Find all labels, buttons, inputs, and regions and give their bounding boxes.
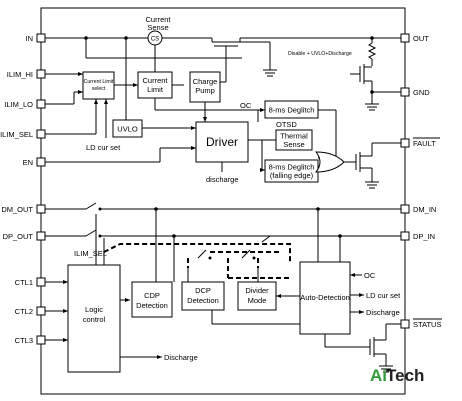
pin-in — [36, 33, 46, 43]
charge-pump-block: Charge Pump — [189, 71, 221, 122]
cdp-detection-label-1: CDP — [144, 291, 160, 300]
thermal-block: OTSD Thermal Sense — [260, 120, 313, 172]
driver-label: Driver — [206, 135, 238, 149]
pin-dm-out-label: DM_OUT — [1, 205, 33, 214]
pin-fault — [400, 138, 410, 148]
logic-control-block: Logic control — [45, 264, 162, 373]
pin-ilim-hi — [36, 69, 46, 79]
top-wires — [45, 36, 401, 120]
current-limit-label-2: Limit — [147, 85, 164, 94]
driver-block: Driver — [45, 110, 262, 172]
dcp-detection-label-1: DCP — [195, 286, 211, 295]
pin-ilim-hi-label: ILIM_HI — [7, 70, 33, 79]
right-pins: OUT GND FAULT DM_IN DP_IN STATUS — [400, 33, 442, 329]
pin-status — [400, 319, 410, 329]
oc-auto-label: OC — [364, 271, 376, 280]
pin-ilim-lo — [36, 99, 46, 109]
deglitch-fall-label-2: (falling edge) — [270, 171, 314, 180]
charge-pump-label-2: Pump — [195, 86, 215, 95]
pin-ctl3 — [36, 335, 46, 345]
discharge-auto-label: Discharge — [366, 308, 400, 317]
pin-dp-out — [36, 231, 46, 241]
current-limit-select-block: Current Limit select — [45, 71, 138, 138]
pin-dm-in-label: DM_IN — [413, 205, 436, 214]
dashed-control-bus — [103, 235, 291, 279]
uvlo-label: UVLO — [117, 125, 138, 134]
thermal-sense-label-2: Sense — [283, 140, 304, 149]
disable-uvlo-discharge-label: Disable + UVLO+Discharge — [288, 51, 352, 57]
deglitch-falling-block: 8-ms Deglitch (falling edge) — [264, 159, 325, 183]
current-sense: CS Current Sense — [145, 15, 171, 72]
pin-out — [400, 33, 410, 43]
status-fet — [369, 323, 401, 373]
pin-en-label: EN — [23, 158, 33, 167]
ilim-sel-label: ILIM_SEL — [74, 249, 107, 258]
cdp-detection-block: CDP Detection — [131, 281, 173, 318]
pin-ctl1-label: CTL1 — [15, 278, 33, 287]
pin-en — [36, 157, 46, 167]
cs-label: CS — [151, 37, 159, 43]
dcp-detection-block: DCP Detection — [181, 268, 300, 325]
logic-control-label-2: control — [83, 315, 106, 324]
divider-mode-label-2: Mode — [248, 296, 267, 305]
logo-tech: Tech — [386, 366, 424, 385]
pin-fault-label: FAULT — [413, 139, 436, 148]
pin-dp-in-label: DP_IN — [413, 232, 435, 241]
current-limit-select-label-1: Current Limit — [84, 79, 114, 85]
current-sense-label-2: Sense — [147, 23, 168, 32]
left-pins: IN ILIM_HI ILIM_LO ILIM_SEL EN DM_OUT DP… — [0, 33, 46, 345]
divider-mode-block: Divider Mode — [237, 268, 300, 311]
pin-status-label: STATUS — [413, 320, 441, 329]
thermal-sense-label-1: Thermal — [280, 132, 308, 141]
oc-label: OC — [240, 101, 252, 110]
pin-ctl3-label: CTL3 — [15, 336, 33, 345]
ic-outline — [40, 7, 406, 395]
current-limit-select-label-2: select — [92, 86, 106, 92]
current-limit-label-1: Current — [142, 76, 168, 85]
discharge-logic-label: Discharge — [164, 353, 198, 362]
pin-in-label: IN — [26, 34, 34, 43]
data-lines — [45, 202, 401, 282]
uvlo-block: UVLO — [112, 119, 196, 138]
discharge-label: discharge — [206, 175, 239, 184]
pin-dp-out-label: DP_OUT — [3, 232, 34, 241]
current-sense-label-1: Current — [145, 15, 171, 24]
ld-cur-set-auto-label: LD cur set — [366, 291, 401, 300]
logo-ai: Ai — [370, 366, 387, 385]
pin-gnd-label: GND — [413, 88, 430, 97]
pin-ilim-sel-label: ILIM_SEL — [0, 130, 33, 139]
deglitch-8ms-label: 8-ms Deglitch — [269, 106, 315, 115]
pin-ctl1 — [36, 277, 46, 287]
pin-dm-out — [36, 204, 46, 214]
auto-detection-label: Auto-Detection — [300, 293, 350, 302]
deglitch-fall-label-1: 8-ms Deglitch — [269, 163, 315, 172]
charge-pump-label-1: Charge — [193, 77, 218, 86]
pin-ctl2-label: CTL2 — [15, 307, 33, 316]
dcp-detection-label-2: Detection — [187, 296, 219, 305]
divider-mode-label-1: Divider — [245, 286, 269, 295]
pin-out-label: OUT — [413, 34, 429, 43]
otsd-label: OTSD — [276, 120, 297, 129]
pin-ctl2 — [36, 306, 46, 316]
cdp-detection-label-2: Detection — [136, 301, 168, 310]
pin-dm-in — [400, 204, 410, 214]
aitech-logo: Ai Tech — [370, 366, 424, 385]
logic-control-label-1: Logic — [85, 305, 103, 314]
pin-gnd — [400, 87, 410, 97]
pin-dp-in — [400, 231, 410, 241]
or-gate — [314, 142, 401, 189]
pin-ilim-lo-label: ILIM_LO — [4, 100, 33, 109]
auto-detection-block: Auto-Detection OC LD cur set Discharge — [299, 261, 401, 348]
out-discharge: Disable + UVLO+Discharge — [288, 38, 401, 111]
ld-cur-set-label: LD cur set — [86, 143, 121, 152]
pin-ilim-sel — [36, 129, 46, 139]
